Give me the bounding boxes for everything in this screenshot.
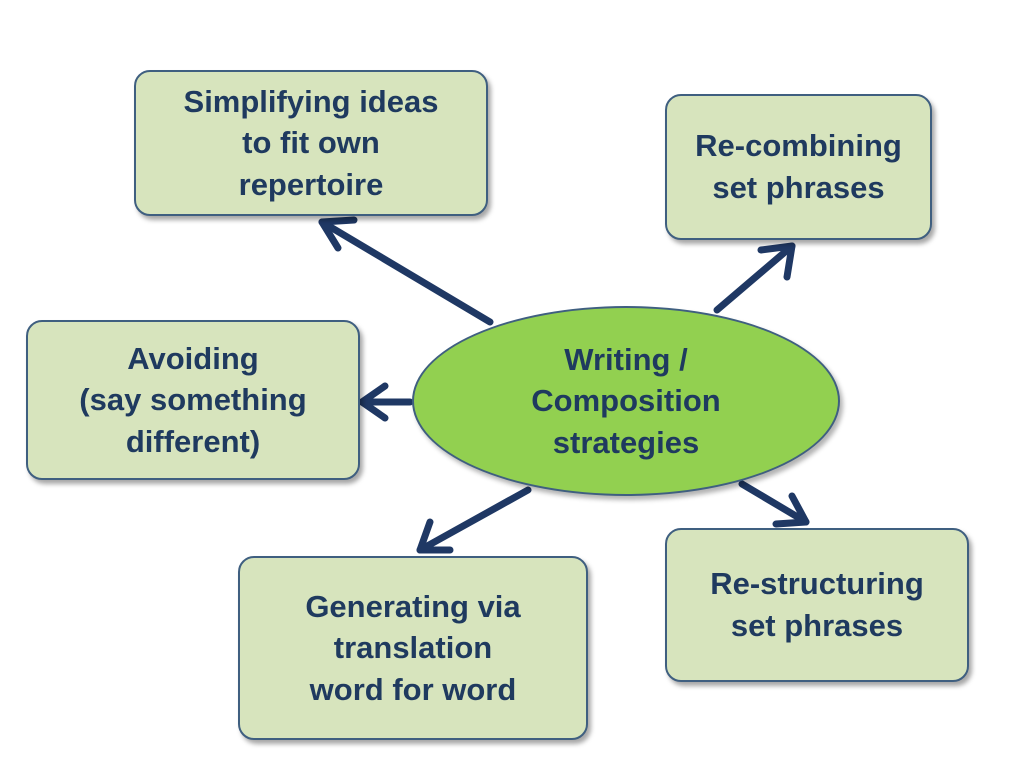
node-generating-via-translation: Generating via translation word for word bbox=[238, 556, 588, 740]
arrow-to-simplifying bbox=[318, 216, 494, 326]
node-re-combining-label: Re-combining set phrases bbox=[695, 128, 902, 205]
central-topic-ellipse: Writing / Composition strategies bbox=[412, 306, 840, 496]
node-simplifying-ideas: Simplifying ideas to fit own repertoire bbox=[134, 70, 488, 216]
arrow-to-recombining bbox=[713, 242, 796, 314]
arrow-to-avoiding bbox=[358, 382, 414, 422]
node-re-structuring: Re-structuring set phrases bbox=[665, 528, 969, 682]
node-simplifying-ideas-label: Simplifying ideas to fit own repertoire bbox=[183, 83, 439, 202]
node-re-structuring-label: Re-structuring set phrases bbox=[710, 566, 924, 643]
node-avoiding-label: Avoiding (say something different) bbox=[79, 340, 307, 459]
node-generating-via-translation-label: Generating via translation word for word bbox=[305, 588, 521, 707]
arrow-to-restructuring bbox=[738, 480, 810, 528]
node-avoiding: Avoiding (say something different) bbox=[26, 320, 360, 480]
arrow-to-generating bbox=[416, 486, 532, 554]
node-re-combining: Re-combining set phrases bbox=[665, 94, 932, 240]
central-topic-label: Writing / Composition strategies bbox=[531, 341, 721, 460]
